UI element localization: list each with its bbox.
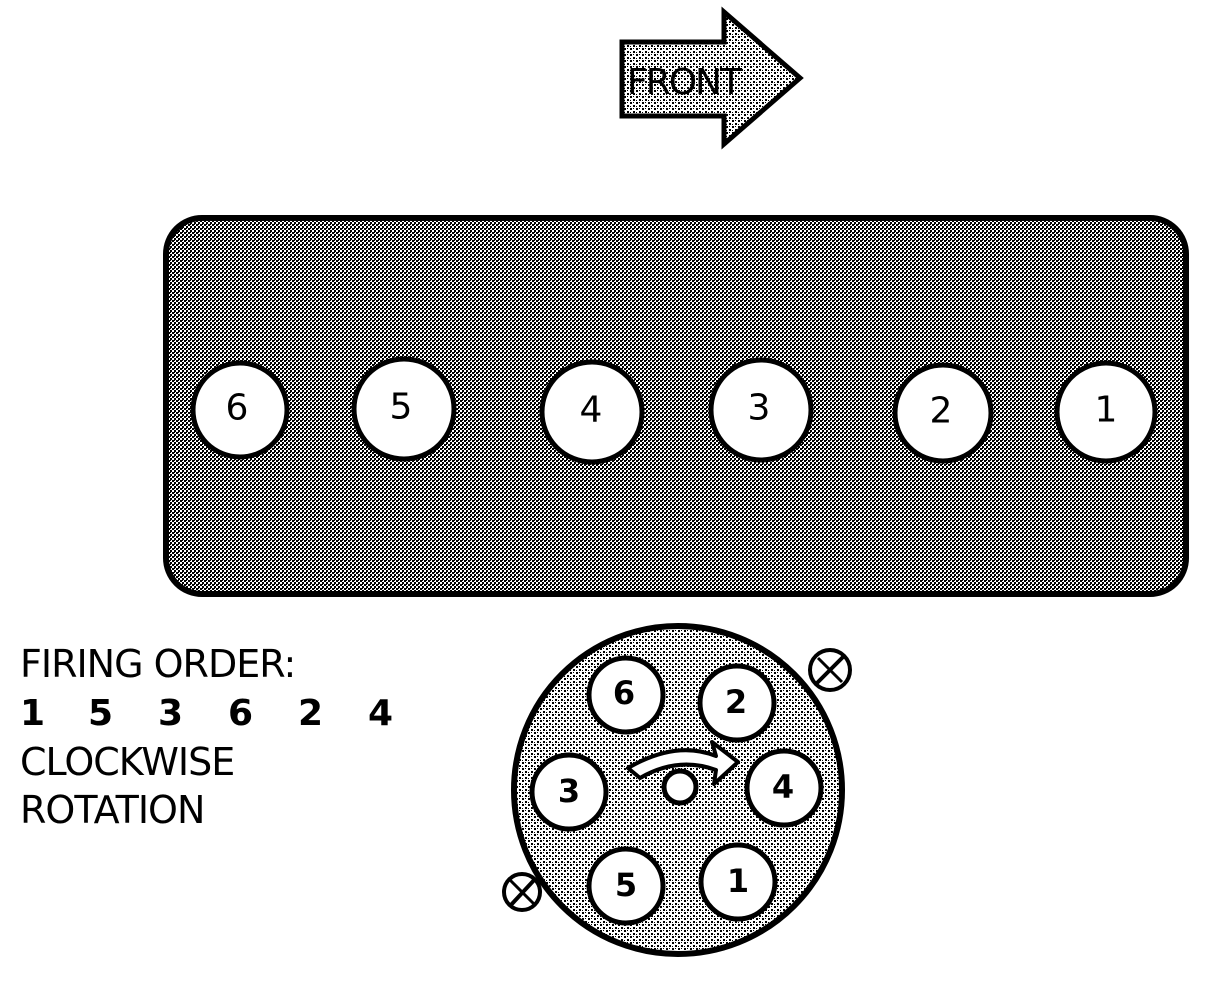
terminal-1: 1 (698, 842, 778, 922)
cylinder-6: 6 (190, 360, 290, 460)
firing-order-step: 3 (158, 693, 183, 734)
terminal-2: 2 (697, 663, 777, 743)
terminal-number: 1 (727, 862, 749, 900)
cylinder-number: 6 (226, 388, 249, 429)
rotation-direction-line1: CLOCKWISE (20, 740, 235, 784)
screw-icon (502, 872, 542, 912)
arrow-right-icon (619, 6, 804, 150)
firing-order-step: 4 (368, 693, 393, 734)
firing-order-step: 5 (88, 693, 113, 734)
cylinder-number: 4 (580, 390, 603, 431)
cylinder-3: 3 (708, 357, 814, 463)
terminal-number: 2 (725, 683, 747, 721)
terminal-number: 6 (613, 674, 635, 712)
terminal-3: 3 (529, 752, 609, 832)
terminal-5: 5 (586, 846, 666, 926)
terminal-4: 4 (744, 748, 824, 828)
terminal-number: 4 (772, 768, 794, 806)
cylinder-number: 1 (1095, 390, 1118, 431)
terminal-6: 6 (586, 655, 666, 735)
cylinder-number: 2 (930, 391, 953, 432)
cylinder-5: 5 (351, 356, 457, 462)
screw-icon (808, 648, 852, 692)
cylinder-number: 3 (748, 388, 771, 429)
cylinder-4: 4 (539, 359, 645, 465)
cylinder-head (163, 215, 1189, 597)
firing-order-step: 6 (228, 693, 253, 734)
firing-order-step: 1 (20, 693, 45, 734)
distributor-cap: 6 2 3 4 5 1 (502, 623, 852, 957)
front-label: FRONT (627, 62, 743, 103)
terminal-number: 5 (615, 866, 637, 904)
rotor-center (661, 768, 699, 806)
cylinder-2: 2 (892, 362, 994, 464)
terminal-number: 3 (558, 772, 580, 810)
rotation-direction-line2: ROTATION (20, 788, 205, 832)
firing-order-step: 2 (298, 693, 323, 734)
cylinder-number: 5 (390, 387, 413, 428)
firing-order-title: FIRING ORDER: (20, 642, 296, 686)
firing-order-sequence: 1 5 3 6 2 4 (20, 688, 438, 738)
cylinder-1: 1 (1054, 360, 1158, 464)
clockwise-arrow-icon (626, 740, 740, 786)
front-arrow: FRONT (619, 6, 804, 150)
engine-block: 6 5 4 3 2 1 (163, 215, 1189, 597)
firing-order-caption: FIRING ORDER: 1 5 3 6 2 4 CLOCKWISE ROTATION (20, 640, 438, 834)
